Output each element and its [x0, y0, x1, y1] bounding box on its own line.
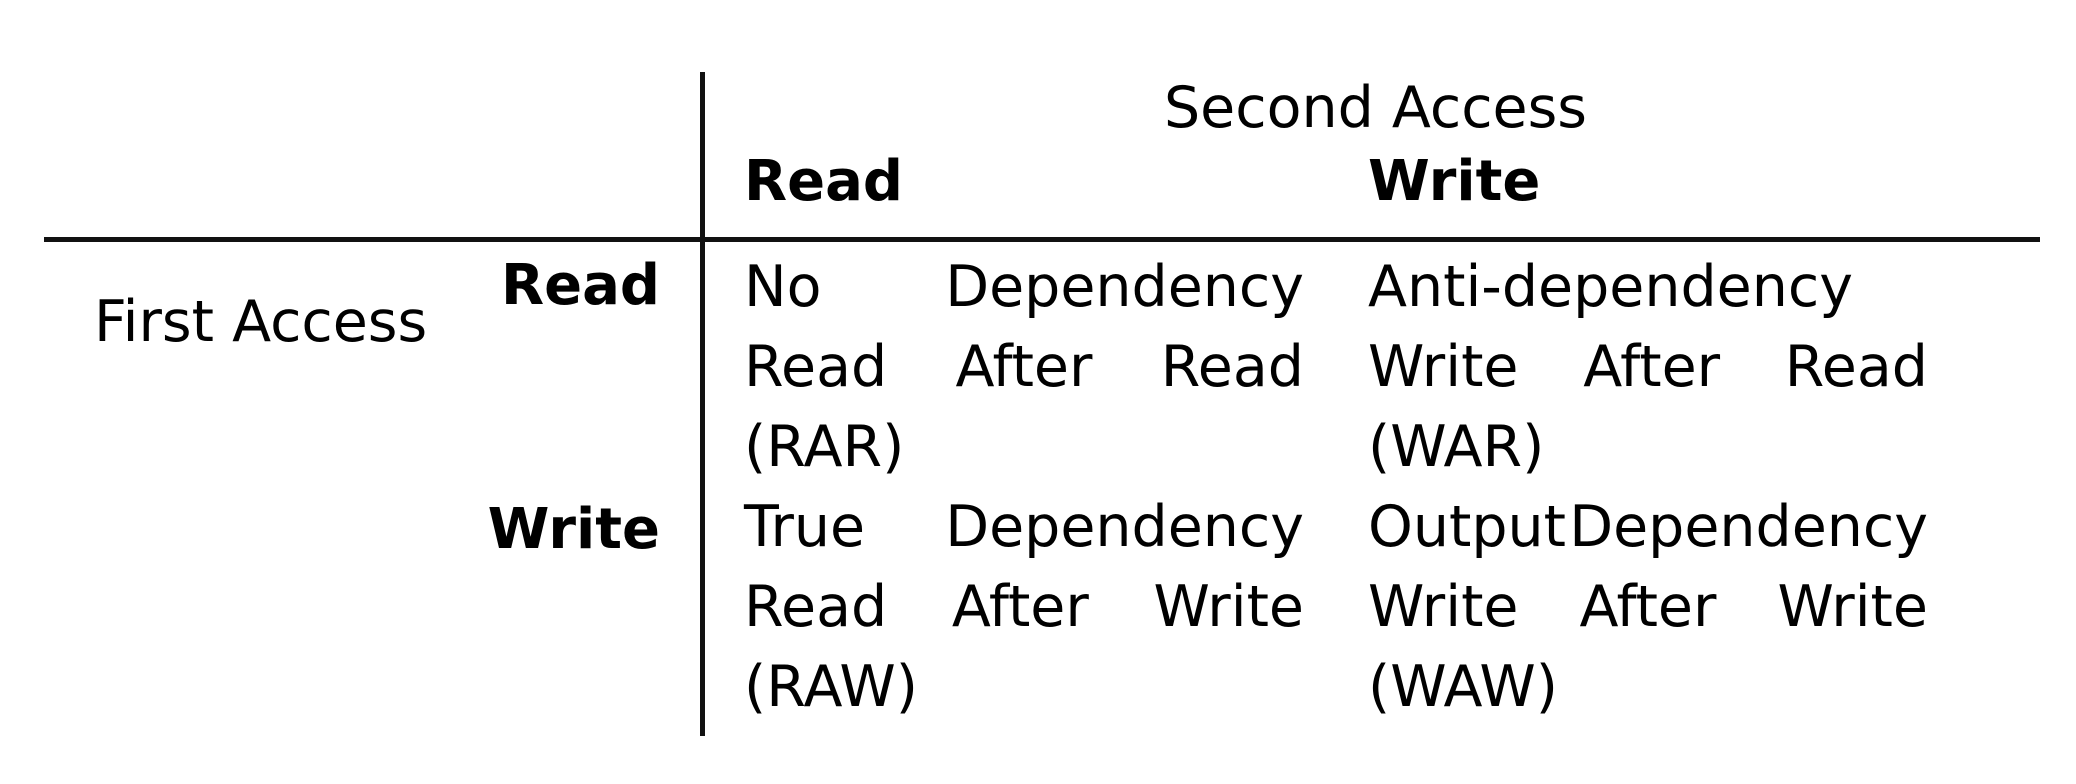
vertical-divider-rule [700, 72, 705, 736]
cell-line-name: Anti-dependency [1368, 247, 1928, 327]
column-header-write: Write [1368, 149, 1541, 214]
cell-word: Write [1368, 574, 1519, 640]
cell-word: Read [744, 574, 888, 640]
cell-line-expansion: Write After Write [1368, 567, 1928, 647]
cell-word: After [1583, 334, 1721, 400]
row-header-write: Write [487, 497, 660, 562]
cell-line-name: No Dependency [744, 247, 1304, 327]
column-axis-title: Second Access [1163, 75, 1588, 141]
cell-word: Read [744, 334, 888, 400]
horizontal-header-rule [44, 237, 2040, 242]
cell-word: Dependency [945, 494, 1304, 560]
cell-word: After [1579, 574, 1717, 640]
cell-word: After [951, 574, 1089, 640]
table-cell-read-write: Anti-dependency Write After Read (WAR) [1368, 247, 1928, 487]
cell-line-expansion: Read After Write [744, 567, 1304, 647]
cell-line-abbreviation: (WAW) [1368, 654, 1558, 720]
cell-word: Anti-dependency [1368, 254, 1853, 320]
cell-word: Write [1368, 334, 1519, 400]
cell-word: Dependency [1569, 494, 1928, 560]
cell-line-abbreviation: (WAR) [1368, 414, 1545, 480]
cell-word: Read [1160, 334, 1304, 400]
row-axis-title: First Access [94, 289, 428, 355]
cell-word: Read [1784, 334, 1928, 400]
cell-word: Dependency [945, 254, 1304, 320]
cell-line-expansion: Read After Read [744, 327, 1304, 407]
cell-word: No [744, 254, 822, 320]
cell-line-expansion: Write After Read [1368, 327, 1928, 407]
cell-line-abbreviation: (RAR) [744, 414, 905, 480]
row-header-read: Read [501, 253, 660, 318]
cell-word: After [955, 334, 1093, 400]
cell-word: True [744, 494, 866, 560]
cell-word: Write [1777, 574, 1928, 640]
cell-line-name: True Dependency [744, 487, 1304, 567]
cell-word: Write [1153, 574, 1305, 640]
cell-word: Output [1368, 494, 1566, 560]
table-cell-read-read: No Dependency Read After Read (RAR) [744, 247, 1304, 487]
table-cell-write-read: True Dependency Read After Write (RAW) [744, 487, 1304, 727]
column-header-read: Read [744, 149, 903, 214]
cell-line-abbreviation: (RAW) [744, 654, 919, 720]
